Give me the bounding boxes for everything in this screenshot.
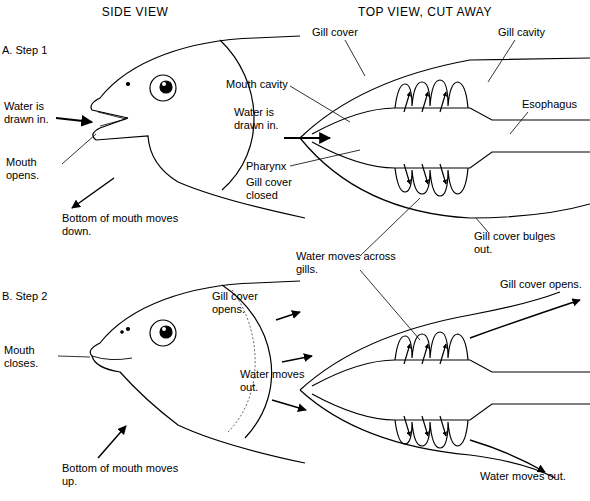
top-view-step2 <box>300 292 590 478</box>
flow-arrow <box>470 300 580 338</box>
eye <box>150 320 176 346</box>
flow-arrow <box>440 344 446 364</box>
text-label: Mouth closes. <box>4 344 56 370</box>
text-label: Water is drawn in. <box>4 100 60 126</box>
flow-arrow <box>440 416 446 436</box>
text-label: Gill cover bulges out. <box>474 230 574 256</box>
flow-arrow <box>404 92 410 112</box>
gill-cover-bulging <box>300 138 590 218</box>
text-label: Water moves across gills. <box>296 250 400 276</box>
flow-arrow <box>422 92 428 112</box>
head-outline <box>91 36 300 118</box>
side-view-step2 <box>58 281 312 463</box>
pharynx-wall <box>312 394 590 420</box>
leader-line <box>360 198 420 256</box>
text-label: Water moves out. <box>480 470 588 483</box>
flow-arrow <box>404 416 410 436</box>
text-label: Esophagus <box>522 98 590 111</box>
leader-line <box>345 40 365 76</box>
flow-arrow <box>470 440 545 472</box>
motion-arrow <box>72 178 114 208</box>
view-heading: TOP VIEW, CUT AWAY <box>330 6 520 19</box>
mouth-opening <box>98 112 126 126</box>
pupil <box>160 81 172 93</box>
flow-arrow <box>282 356 312 362</box>
text-label: Gill cover <box>312 26 392 39</box>
flow-arrow <box>422 164 428 184</box>
nostril <box>127 328 130 331</box>
flow-arrow <box>422 344 428 364</box>
nostril <box>121 331 123 333</box>
flow-arrow <box>284 137 330 139</box>
text-label: Pharynx <box>246 160 296 173</box>
leader-line <box>58 356 90 357</box>
flow-arrow <box>422 416 428 436</box>
text-label: Gill cover closed <box>246 176 302 202</box>
view-heading: SIDE VIEW <box>80 6 190 19</box>
leader-line <box>290 150 360 166</box>
eye <box>150 75 176 101</box>
text-label: B. Step 2 <box>2 290 82 303</box>
gill-cover-outer <box>300 58 590 138</box>
text-label: Water moves out. <box>240 368 312 394</box>
gill-cover-open <box>300 390 555 478</box>
text-label: Mouth cavity <box>226 78 292 91</box>
leader-line <box>488 40 515 82</box>
closed-mouth <box>92 356 132 360</box>
text-label: Mouth opens. <box>6 156 64 182</box>
flow-arrow <box>404 164 410 184</box>
side-view-step1 <box>56 36 305 218</box>
flow-arrow <box>404 344 410 364</box>
lower-jaw <box>93 118 305 218</box>
text-label: Bottom of mouth moves down. <box>62 212 192 238</box>
text-label: Gill cover opens. <box>500 278 588 291</box>
top-view-step1 <box>284 40 590 340</box>
pharynx-wall <box>312 360 590 386</box>
text-label: Water is drawn in. <box>234 106 284 132</box>
pupil <box>160 326 172 338</box>
text-label: A. Step 1 <box>2 44 82 57</box>
pharynx-wall <box>312 108 590 134</box>
flow-arrow <box>272 400 306 410</box>
text-label: Bottom of mouth moves up. <box>62 462 192 488</box>
flow-arrow <box>440 164 446 184</box>
gill-cover-open <box>300 292 560 390</box>
motion-arrow <box>276 312 300 320</box>
leader-line <box>290 86 350 122</box>
nostril <box>127 83 130 86</box>
leader-line <box>510 112 528 134</box>
leader-line <box>476 218 488 232</box>
pharynx-wall <box>312 142 590 168</box>
motion-arrow <box>98 426 126 458</box>
flow-arrow <box>56 118 92 122</box>
head-outline <box>90 281 300 356</box>
text-label: Gill cover opens. <box>212 290 276 316</box>
leader-line <box>62 134 96 164</box>
flow-arrow <box>440 92 446 112</box>
text-label: Gill cavity <box>498 26 578 39</box>
eye-glint <box>162 327 166 331</box>
eye-glint <box>162 82 166 86</box>
